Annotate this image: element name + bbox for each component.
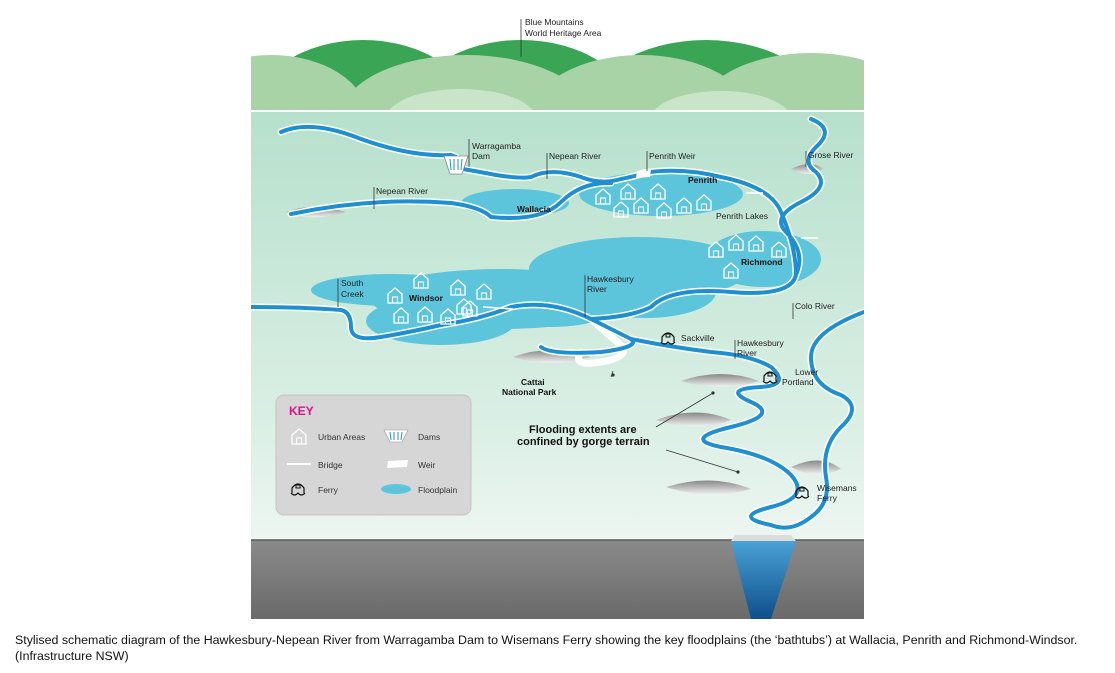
floodplain-wallacia — [461, 189, 569, 217]
floodplain-icon — [381, 484, 411, 494]
label-wallacia: Wallacia — [517, 204, 551, 214]
label-penrith-weir: Penrith Weir — [649, 151, 696, 161]
house-icon — [291, 428, 307, 445]
label-gorge-2: confined by gorge terrain — [517, 436, 650, 448]
label-creek: Creek — [341, 289, 364, 299]
legend-floodplain: Floodplain — [418, 485, 457, 495]
label-ferry: Ferry — [817, 493, 838, 503]
gorge-cut — [731, 541, 796, 619]
warragamba-dam — [443, 155, 469, 175]
label-dam: Dam — [472, 151, 490, 161]
weir-icon — [387, 460, 408, 468]
label-blue-mountains: Blue Mountains — [525, 17, 584, 27]
label-lower: Lower — [795, 367, 818, 377]
label-grose-river: Grose River — [808, 150, 854, 160]
label-colo-river: Colo River — [795, 301, 835, 311]
river-diagram: Blue Mountains World Heritage Area Warra… — [251, 7, 864, 619]
label-penrith: Penrith — [688, 175, 717, 185]
label-richmond: Richmond — [741, 257, 783, 267]
ferry-icon — [290, 483, 306, 496]
legend-bridge: Bridge — [318, 460, 343, 470]
label-penrith-lakes: Penrith Lakes — [716, 211, 768, 221]
rivers — [251, 115, 864, 532]
label-hawkesbury-low: Hawkesbury — [737, 338, 785, 348]
legend-ferry: Ferry — [318, 485, 339, 495]
dam-icon — [383, 429, 409, 443]
legend-dams: Dams — [418, 432, 440, 442]
label-sackville: Sackville — [681, 333, 715, 343]
label-nepean-upper: Nepean River — [549, 151, 601, 161]
legend-title: KEY — [289, 404, 314, 418]
label-gorge-1: Flooding extents are — [529, 424, 637, 436]
label-warragamba: Warragamba — [472, 141, 521, 151]
penrith-weir — [636, 169, 651, 178]
legend: KEY Urban Areas Dams Bridge Weir — [275, 394, 472, 516]
floodplains — [311, 172, 821, 345]
label-river-low: River — [737, 348, 757, 358]
label-south: South — [341, 278, 363, 288]
label-windsor: Windsor — [409, 293, 444, 303]
label-cattai: Cattai — [521, 377, 545, 387]
label-national-park: National Park — [502, 387, 557, 397]
label-wisemans: Wisemans — [817, 483, 857, 493]
label-portland: Portland — [782, 377, 814, 387]
label-river-mid: River — [587, 284, 607, 294]
bridges — [482, 192, 818, 310]
label-nepean-left: Nepean River — [376, 186, 428, 196]
legend-urban-areas: Urban Areas — [318, 432, 365, 442]
figure-caption: Stylised schematic diagram of the Hawkes… — [15, 633, 1078, 663]
label-world-heritage: World Heritage Area — [525, 28, 602, 38]
legend-weir: Weir — [418, 460, 435, 470]
map-labels: Blue Mountains World Heritage Area Warra… — [341, 17, 857, 503]
leader-lines — [337, 19, 807, 473]
label-hawkesbury-mid: Hawkesbury — [587, 274, 635, 284]
